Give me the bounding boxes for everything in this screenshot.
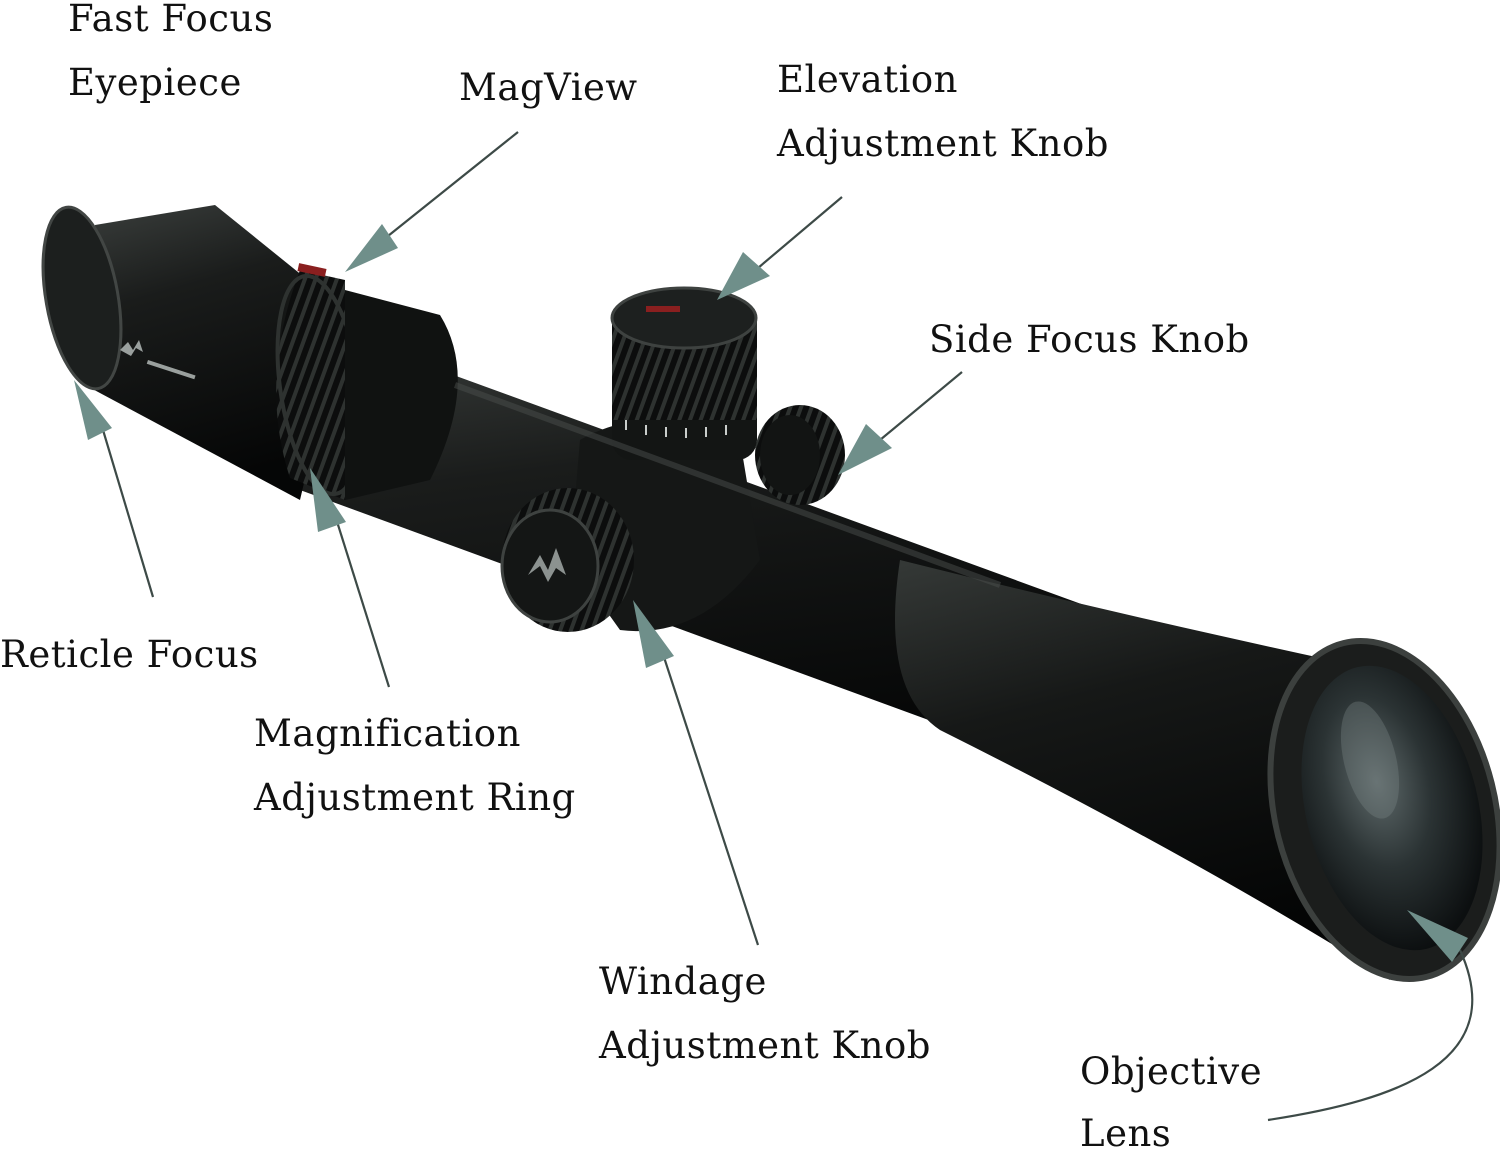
leader-side-focus [879,371,963,441]
objective-lens-glass [1301,665,1483,951]
label-magnification-adjustment-ring: Magnification Adjustment Ring [254,702,576,830]
elevation-turret-cap [610,286,758,350]
leader-windage [658,644,760,946]
arrowhead-icon [838,424,892,475]
arrowheads [74,224,1468,962]
label-line: Adjustment Knob [599,1024,931,1067]
leader-lines [98,131,1474,1122]
label-reticle-focus: Reticle Focus [0,623,259,687]
label-line: Fast Focus [68,0,274,40]
eyepiece-rear [41,205,123,391]
arrowhead-icon [717,252,770,300]
label-line: MagView [459,66,638,109]
arrowhead-icon [1407,910,1468,962]
label-line: Windage [599,960,767,1003]
leader-reticle-focus [98,419,155,598]
objective-bell [895,560,1390,980]
eyepiece-brand-logo-icon [120,340,196,380]
label-line: Reticle Focus [0,633,259,676]
arrowhead-icon [345,224,398,272]
label-fast-focus-eyepiece: Fast Focus Eyepiece [68,0,273,115]
label-side-focus-knob: Side Focus Knob [929,308,1250,372]
label-line: Lens [1080,1112,1172,1155]
label-line: Adjustment Ring [254,776,576,819]
label-magview: MagView [459,56,638,120]
label-windage-adjustment-knob: Windage Adjustment Knob [599,950,931,1078]
leader-magnification [332,511,391,688]
label-line: Magnification [254,712,521,755]
arrowhead-icon [310,468,346,532]
leader-objective [1267,949,1474,1122]
label-elevation-adjustment-knob: Elevation Adjustment Knob [777,48,1109,176]
vortex-logo-icon [528,548,566,582]
label-line: Eyepiece [68,61,242,104]
leader-magview [387,131,519,237]
label-line: Objective [1080,1050,1263,1093]
label-line: Adjustment Knob [777,122,1109,165]
leader-elevation [757,196,843,269]
label-line: Side Focus Knob [929,318,1250,361]
label-line: Elevation [777,58,959,101]
arrowhead-icon [633,600,674,668]
arrowhead-icon [74,380,112,440]
label-objective-lens: Objective Lens [1080,1041,1262,1158]
